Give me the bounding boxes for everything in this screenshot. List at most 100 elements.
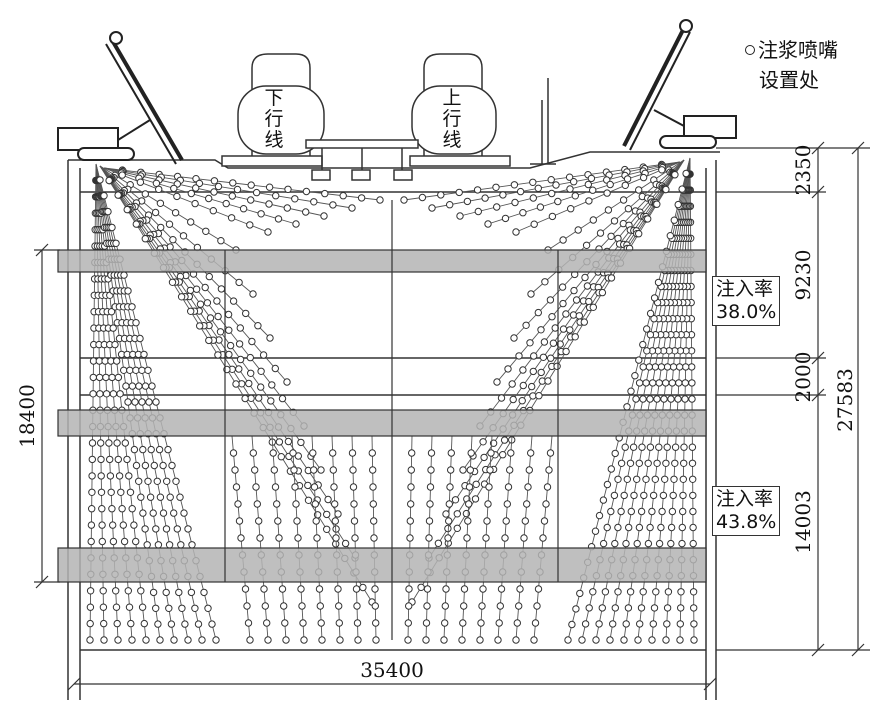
nozzle-line	[103, 167, 269, 233]
nozzle-marker	[120, 271, 128, 279]
nozzle-marker	[172, 477, 180, 485]
nozzle-marker	[200, 588, 208, 597]
nozzle-marker	[663, 443, 671, 451]
nozzle-marker	[559, 236, 567, 244]
nozzle-marker	[291, 483, 299, 491]
nozzle-marker	[157, 223, 165, 232]
nozzle-marker	[184, 525, 192, 533]
nozzle-marker	[689, 523, 697, 532]
nozzle-marker	[669, 491, 677, 500]
nozzle-marker	[142, 636, 150, 644]
nozzle-marker	[547, 176, 555, 184]
nozzle-marker	[132, 319, 140, 327]
nozzle-marker	[676, 620, 684, 628]
nozzle-marker	[536, 203, 545, 211]
nozzle-marker	[194, 620, 203, 628]
nozzle-marker	[675, 379, 683, 387]
nozzle-marker	[662, 379, 670, 387]
nozzle-marker	[653, 459, 661, 467]
nozzle-marker	[529, 194, 537, 202]
nozzle-marker	[136, 334, 144, 343]
nozzle-marker	[627, 507, 635, 516]
nozzle-marker	[292, 220, 300, 228]
nozzle-marker	[407, 483, 415, 491]
nozzle-marker	[278, 394, 287, 403]
nozzle-marker	[237, 534, 245, 542]
nozzle-marker	[521, 517, 529, 525]
right-dimension-lines	[716, 141, 870, 657]
nozzle-marker	[336, 636, 344, 644]
nozzle-marker	[666, 232, 674, 240]
nozzle-marker	[472, 480, 480, 488]
nozzle-marker	[267, 397, 275, 405]
nozzle-marker	[423, 585, 432, 593]
nozzle-marker	[427, 449, 436, 457]
nozzle-marker	[465, 483, 474, 491]
nozzle-marker	[116, 390, 124, 398]
nozzle-marker	[334, 510, 342, 518]
nozzle-marker	[106, 472, 115, 480]
nozzle-marker	[562, 310, 570, 318]
nozzle-marker	[494, 636, 502, 644]
nozzle-marker	[273, 500, 281, 508]
nozzle-marker	[441, 602, 449, 610]
nozzle-marker	[583, 282, 592, 290]
nozzle-marker	[587, 174, 596, 183]
nozzle-marker	[576, 589, 584, 598]
nozzle-marker	[547, 354, 555, 362]
nozzle-marker	[201, 283, 209, 292]
nozzle-marker	[627, 387, 635, 395]
nozzle-marker	[567, 205, 575, 213]
nozzle-marker	[485, 483, 493, 491]
nozzle-marker	[607, 232, 615, 241]
nozzle-marker	[635, 356, 643, 364]
nozzle-marker	[265, 183, 274, 191]
nozzle-marker	[620, 491, 628, 500]
nozzle-marker	[524, 483, 532, 491]
nozzle-marker	[543, 483, 552, 491]
nozzle-marker	[141, 190, 150, 198]
nozzle-marker	[141, 382, 150, 390]
nozzle-marker	[585, 604, 593, 612]
nozzle-marker	[109, 390, 118, 398]
nozzle-marker	[617, 507, 625, 516]
nozzle-marker	[280, 602, 288, 610]
nozzle-marker	[149, 509, 157, 517]
drill-rig-left	[57, 31, 184, 165]
nozzle-marker	[159, 509, 168, 517]
nozzle-marker	[405, 585, 413, 593]
nozzle-marker	[642, 475, 650, 483]
nozzle-marker	[644, 215, 652, 223]
nozzle-marker	[88, 455, 97, 464]
nozzle-marker	[646, 523, 654, 532]
nozzle-marker	[537, 326, 545, 334]
nozzle-marker	[144, 477, 152, 485]
nozzle-marker	[329, 449, 337, 457]
nozzle-marker	[119, 521, 128, 529]
nozzle-marker	[251, 466, 259, 474]
nozzle-marker	[574, 226, 582, 234]
nozzle-marker	[196, 300, 205, 308]
nozzle-marker	[231, 466, 239, 474]
nozzle-marker	[688, 459, 697, 467]
nozzle-marker	[304, 481, 312, 490]
nozzle-marker	[297, 438, 305, 447]
nozzle-marker	[107, 488, 115, 496]
nozzle-marker	[236, 324, 245, 332]
nozzle-marker	[655, 539, 664, 548]
nozzle-marker	[571, 192, 579, 200]
nozzle-marker	[650, 604, 659, 612]
ground-surface	[68, 151, 720, 169]
nozzle-marker	[483, 517, 491, 525]
nozzle-marker	[595, 620, 603, 628]
nozzle-marker	[620, 636, 628, 644]
nozzle-marker	[96, 390, 104, 398]
injection-rate-lower: 注入率 43.8%	[712, 486, 781, 536]
nozzle-marker	[170, 509, 178, 517]
nozzle-marker	[241, 394, 249, 403]
nozzle-marker	[626, 459, 635, 467]
nozzle-marker	[621, 181, 629, 190]
nozzle-marker	[269, 449, 277, 457]
nozzle-marker	[423, 602, 431, 610]
nozzle-marker	[178, 604, 186, 612]
